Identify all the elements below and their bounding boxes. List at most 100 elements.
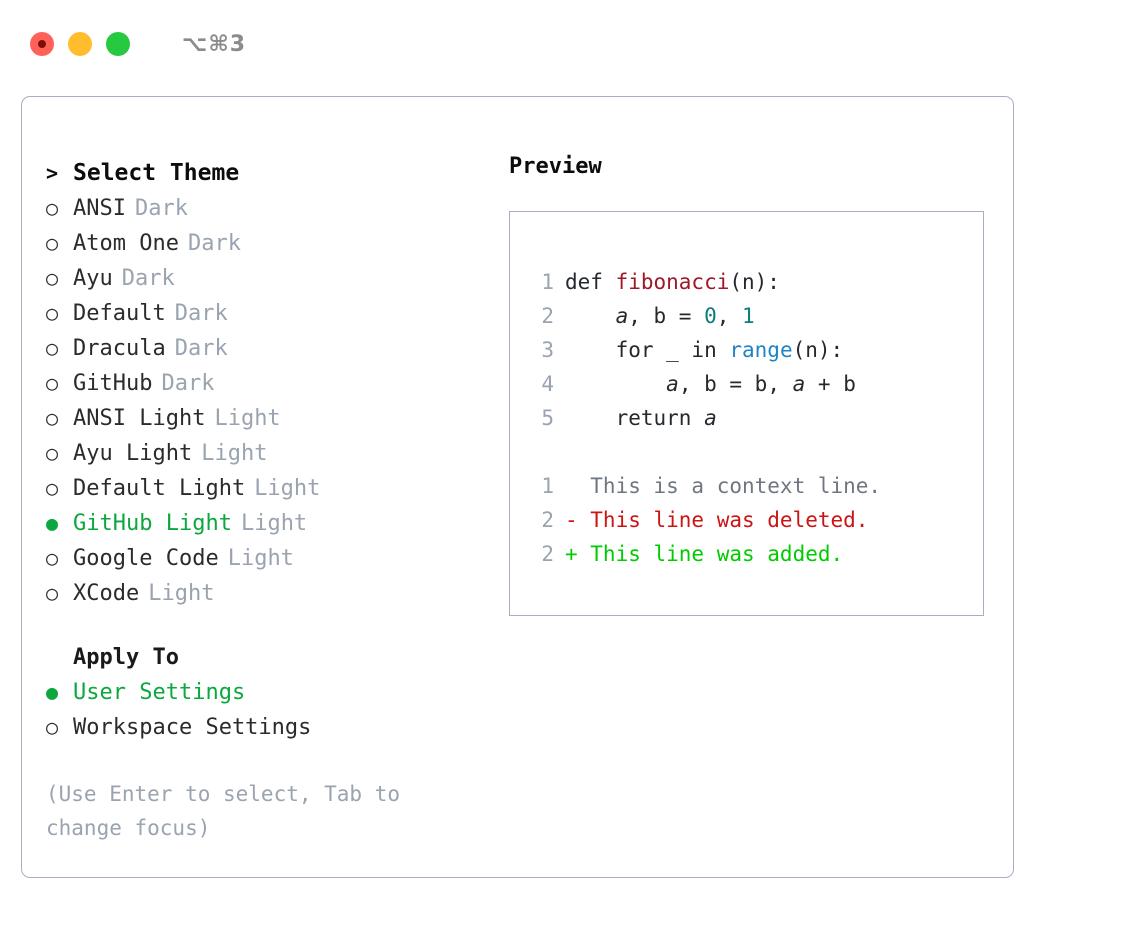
theme-label: Google Code [73,546,219,571]
theme-mode-badge: Dark [161,371,215,396]
diff-line: 2 - This line was deleted. [528,503,983,537]
code-line: 3 for _ in range(n): [528,333,983,367]
line-number: 5 [541,406,554,430]
preview-title: Preview [509,154,602,179]
close-dot-icon [38,40,46,48]
theme-list-item[interactable]: ● GitHub Light Light [46,506,486,541]
radio-unselected-icon: ○ [46,476,59,500]
theme-label: GitHub Light [73,511,232,536]
prompt-marker-icon: > [46,161,59,185]
line-number: 3 [541,338,554,362]
theme-label: Ayu [73,266,113,291]
radio-unselected-icon: ○ [46,301,59,325]
radio-unselected-icon: ○ [46,715,59,739]
theme-mode-badge: Light [148,581,215,606]
code-diff-separator [528,435,983,469]
help-text: (Use Enter to select, Tab to change focu… [46,782,401,840]
code-token: return [565,406,705,430]
theme-label: ANSI Light [73,406,206,431]
keyboard-shortcut-label: ⌥⌘3 [182,31,247,57]
code-token: a [792,372,806,396]
apply-to-heading: Apply To [73,645,179,670]
theme-mode-badge: Light [227,546,294,571]
theme-list-item[interactable]: ○ ANSI Light Light [46,401,486,436]
minimize-button[interactable] [68,32,92,56]
code-token: , b = b, [678,372,793,396]
theme-label: ANSI [73,196,126,221]
radio-selected-icon: ● [46,511,59,535]
code-token: a [615,304,629,328]
theme-list-item[interactable]: ○ Default Dark [46,296,486,331]
code-token: a [666,372,679,396]
code-line: 4 a, b = b, a + b [528,367,983,401]
line-number: 2 [541,304,554,328]
code-token: a [704,406,717,430]
theme-mode-badge: Light [214,406,281,431]
radio-unselected-icon: ○ [46,546,59,570]
diff-line: 1 This is a context line. [528,469,983,503]
apply-to-label: Workspace Settings [73,715,312,740]
code-token: (n): [792,338,844,362]
diff-text: - This line was deleted. [565,508,869,532]
theme-mode-badge: Light [254,476,321,501]
apply-to-item[interactable]: ●User Settings [46,675,486,710]
line-number: 4 [541,372,554,396]
radio-unselected-icon: ○ [46,266,59,290]
theme-list-item[interactable]: ○ ANSI Dark [46,191,486,226]
spacer [46,611,486,641]
apply-to-item[interactable]: ○ Workspace Settings [46,710,486,745]
code-line: 1 def fibonacci(n): [528,265,983,299]
code-token: , [716,304,743,328]
line-number: 1 [541,270,554,294]
radio-unselected-icon: ○ [46,581,59,605]
theme-mode-badge: Dark [134,196,188,221]
code-token: (n): [729,270,780,294]
code-token: , b = [628,304,705,328]
theme-label: Dracula [73,336,166,361]
code-token [565,304,616,328]
line-number: 1 [541,474,554,498]
diff-text: This is a context line. [565,474,882,498]
radio-unselected-icon: ○ [46,406,59,430]
theme-mode-badge: Dark [174,336,228,361]
code-token: 1 [742,304,755,328]
diff-text: + This line was added. [565,542,844,566]
code-line: 2 a, b = 0, 1 [528,299,983,333]
theme-list-item[interactable]: ○ Google Code Light [46,541,486,576]
traffic-light-group [30,32,130,56]
theme-mode-badge: Light [240,511,308,536]
theme-label: Default [73,301,166,326]
theme-mode-badge: Dark [187,231,241,256]
page-title: Select Theme [73,160,240,186]
maximize-button[interactable] [106,32,130,56]
close-button[interactable] [30,32,54,56]
code-token: def [565,270,616,294]
theme-mode-badge: Dark [174,301,228,326]
radio-unselected-icon: ○ [46,196,59,220]
code-token [565,372,666,396]
code-token: range [729,338,793,362]
diff-line: 2+ This line was added. [528,537,983,571]
radio-selected-icon: ● [46,680,59,704]
code-token: fibonacci [615,270,730,294]
code-token: + b [805,372,856,396]
theme-label: Atom One [73,231,179,256]
theme-label: Ayu Light [73,441,193,466]
title-bar: ⌥⌘3 [8,8,1132,80]
theme-mode-badge: Light [201,441,268,466]
diff-preview-block: 1 This is a context line. 2 - This line wa… [528,469,983,571]
line-number: 2 [541,508,554,532]
